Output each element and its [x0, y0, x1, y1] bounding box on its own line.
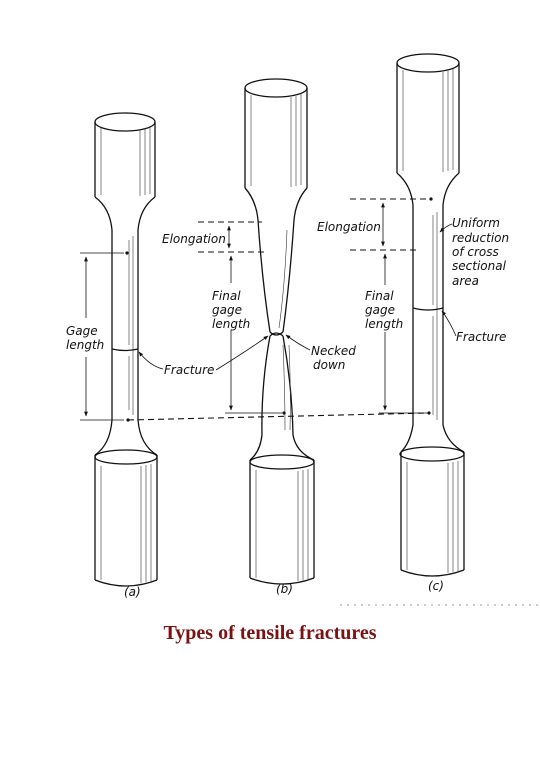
label-a-sub: (a): [124, 585, 141, 599]
tensile-fracture-diagram: Gage length Fracture (a) Elongation: [66, 53, 540, 606]
label-c-fracture: Fracture: [456, 330, 506, 344]
label-c-uniform-5: area: [452, 274, 479, 288]
label-c-uniform-2: reduction: [452, 231, 509, 245]
label-c-final-3: length: [365, 317, 403, 331]
label-c-elongation: Elongation: [317, 220, 381, 234]
label-b-sub: (b): [276, 582, 293, 596]
label-c-uniform-4: sectional: [452, 259, 507, 273]
gage-mark-baseline: [127, 412, 429, 421]
label-b-necked-2: down: [313, 358, 345, 372]
specimen-c: Elongation Final gage length Uniform red…: [317, 53, 509, 593]
specimen-b: Elongation Final gage length Necked down…: [162, 78, 356, 596]
label-c-final-2: gage: [365, 303, 395, 317]
label-b-final-2: gage: [212, 303, 242, 317]
label-b-necked-1: Necked: [311, 344, 356, 358]
label-c-final-1: Final: [365, 289, 394, 303]
label-c-uniform-1: Uniform: [452, 216, 500, 230]
label-a-gage-length-1: Gage: [66, 324, 98, 338]
label-a-fracture: Fracture: [164, 363, 214, 377]
label-b-final-3: length: [212, 317, 250, 331]
label-a-gage-length-2: length: [66, 338, 104, 352]
specimen-a: Gage length Fracture (a): [66, 112, 214, 599]
label-c-uniform-3: of cross: [452, 245, 499, 259]
label-c-sub: (c): [428, 579, 444, 593]
label-b-elongation: Elongation: [162, 232, 226, 246]
figure-caption: Types of tensile fractures: [163, 622, 377, 644]
label-b-final-1: Final: [212, 289, 241, 303]
